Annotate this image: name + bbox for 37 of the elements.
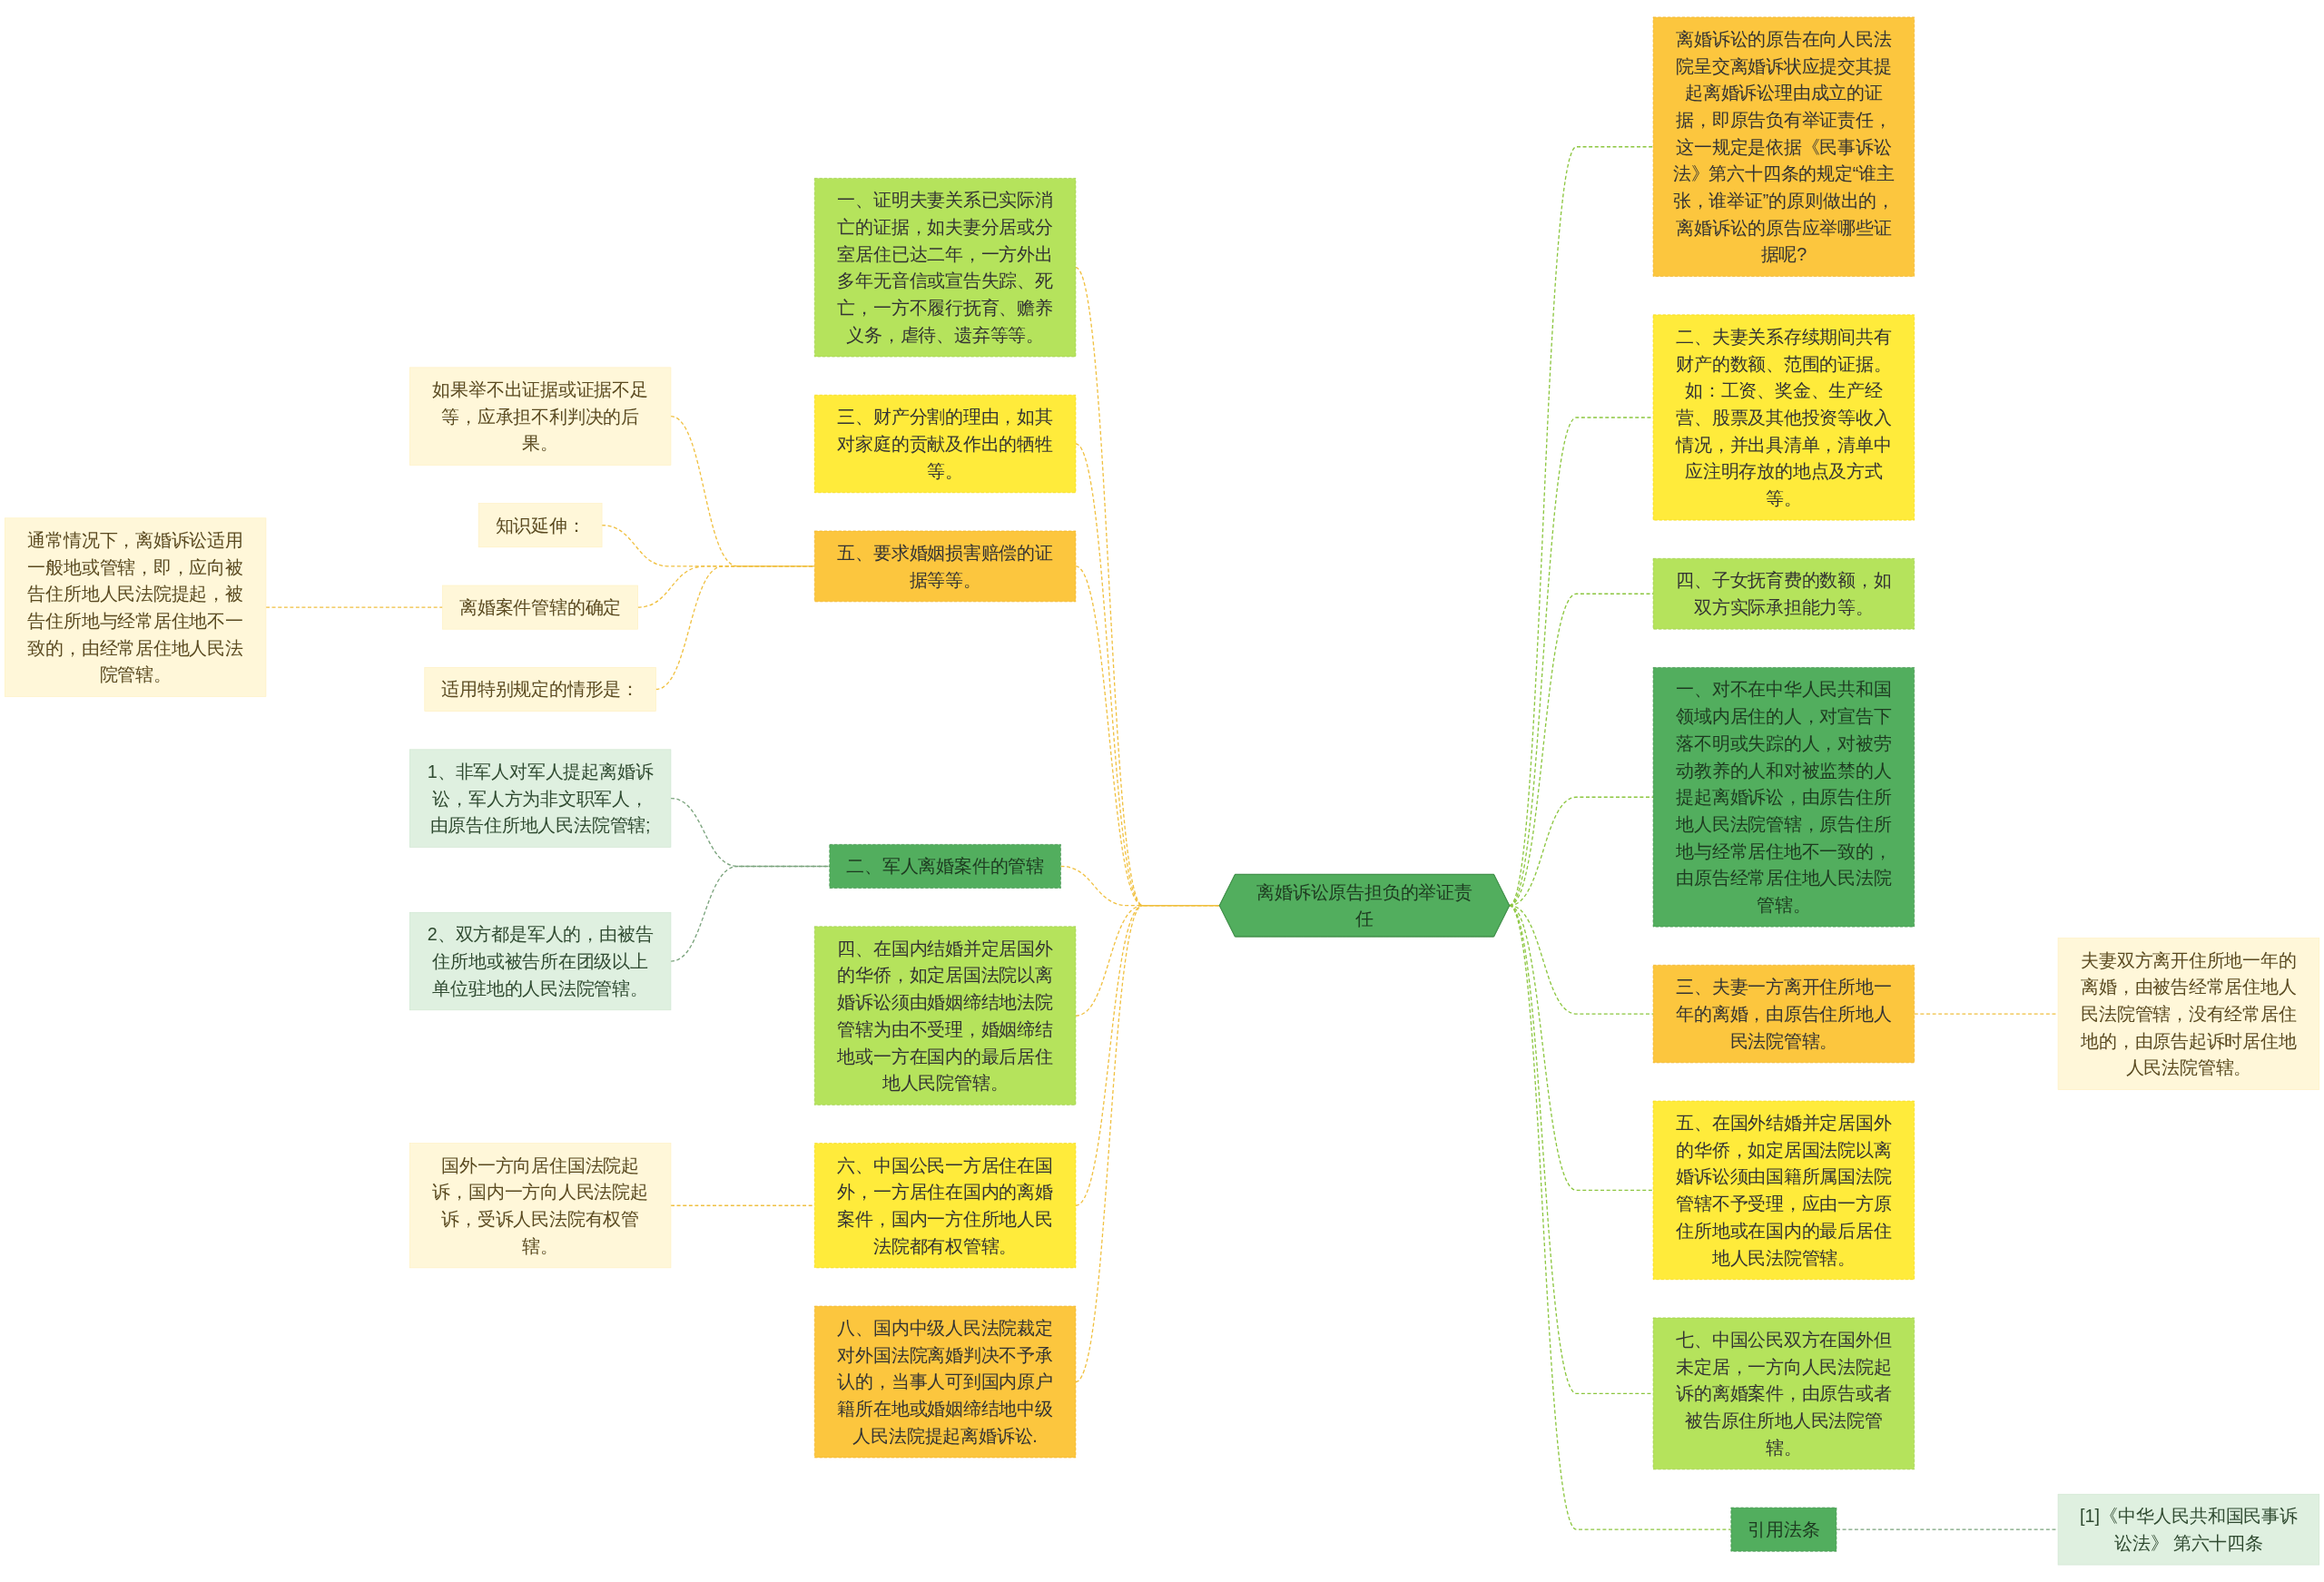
node-box: 适用特别规定的情形是：	[424, 667, 656, 712]
connector	[1075, 905, 1220, 1383]
node-box: 离婚案件管辖的确定	[442, 585, 638, 630]
connector	[670, 416, 815, 567]
node-box: 六、中国公民一方居住在国外，一方居住在国内的离婚案件，国内一方住所地人民法院都有权管辖。	[813, 1143, 1077, 1269]
node-box: 四、子女抚育费的数额，如双方实际承担能力等。	[1652, 558, 1915, 630]
node-box: 离婚诉讼的原告在向人民法院呈交离婚诉状应提交其提起离婚诉讼理由成立的证据，即原告负有举证责任，这一规定是依据《民事诉讼法》第六十四条的规定“谁主张，谁举证”的原则做出的，离婚诉讼的原告应举哪些证据呢?	[1652, 16, 1915, 277]
node-box: 四、在国内结婚并定居国外的华侨，如定居国法院以离婚诉讼须由婚姻缔结地法院管辖为由不受理，婚姻缔结地或一方在国内的最后居住地人民院管辖。	[813, 926, 1077, 1105]
connector	[1075, 905, 1220, 1206]
node-box: 一、证明夫妻关系已实际消亡的证据，如夫妻分居或分室居住已达二年，一方外出多年无音信或宣告失踪、死亡，一方不履行抚育、赡养义务，虐待、遗弃等等。	[813, 178, 1077, 358]
node-box: 七、中国公民双方在国外但未定居，一方向人民法院起诉的离婚案件，由原告或者被告原住所地人民法院管辖。	[1652, 1317, 1915, 1470]
node-box: 1、非军人对军人提起离婚诉讼，军人方为非文职军人，由原告住所地人民法院管辖;	[409, 749, 672, 848]
connector	[1509, 146, 1654, 907]
node-box: 如果举不出证据或证据不足等，应承担不利判决的后果。	[409, 367, 672, 466]
connector	[1509, 905, 1732, 1530]
node-box: 知识延伸：	[478, 503, 603, 548]
connector	[670, 865, 831, 962]
node-box: 八、国内中级人民法院裁定对外国法院离婚判决不予承认的，当事人可到国内原户籍所在地或婚姻缔结地中级人民法院提起离婚诉讼.	[813, 1305, 1077, 1459]
connector	[1509, 905, 1654, 1192]
node-box: 三、财产分割的理由，如其对家庭的贡献及作出的牺牲等。	[813, 394, 1077, 494]
node-box: 二、夫妻关系存续期间共有财产的数额、范围的证据。如：工资、奖金、生产经营、股票及其他投资等收入情况，并出具清单，清单中应注明存放的地点及方式等。	[1652, 314, 1915, 521]
node-box: 通常情况下，离婚诉讼适用一般地或管辖，即，应向被告住所地人民法院提起，被告住所地与经常居住地不一致的，由经常居住地人民法院管辖。	[4, 517, 267, 697]
node-box: 五、在国外结婚并定居国外的华侨，如定居国法院以离婚诉讼须由国籍所属国法院管辖不予受理，应由一方原住所地或在国内的最后居住地人民法院管辖。	[1652, 1100, 1915, 1281]
node-box: 引用法条	[1730, 1507, 1837, 1552]
node-box: 三、夫妻一方离开住所地一年的离婚，由原告住所地人民法院管辖。	[1652, 965, 1915, 1064]
node-box: 国外一方向居住国法院起诉，国内一方向人民法院起诉，受诉人民法院有权管辖。	[409, 1143, 672, 1269]
connector	[1075, 905, 1220, 1017]
node-box: 五、要求婚姻损害赔偿的证据等等。	[813, 530, 1077, 603]
connector	[655, 565, 815, 691]
node-box: 一、对不在中华人民共和国领域内居住的人，对宣告下落不明或失踪的人，对被劳动教养的人和对被监禁的人提起离婚诉讼，由原告住所地人民法院管辖，原告住所地与经常居住地不一致的，由原告经常居住地人民法院管辖。	[1652, 667, 1915, 928]
connector	[1509, 905, 1654, 1395]
connector	[265, 606, 444, 608]
node-box: 2、双方都是军人的，由被告住所地或被告所在团级以上单位驻地的人民法院管辖。	[409, 911, 672, 1011]
node-box: 夫妻双方离开住所地一年的离婚，由被告经常居住地人民法院管辖，没有经常居住地的，由原告起诉时居住地人民法院管辖。	[2057, 938, 2320, 1090]
connector	[670, 1204, 815, 1206]
node-box: 二、军人离婚案件的管辖	[829, 844, 1061, 889]
node-box: [1]《中华人民共和国民事诉讼法》 第六十四条	[2057, 1493, 2320, 1566]
